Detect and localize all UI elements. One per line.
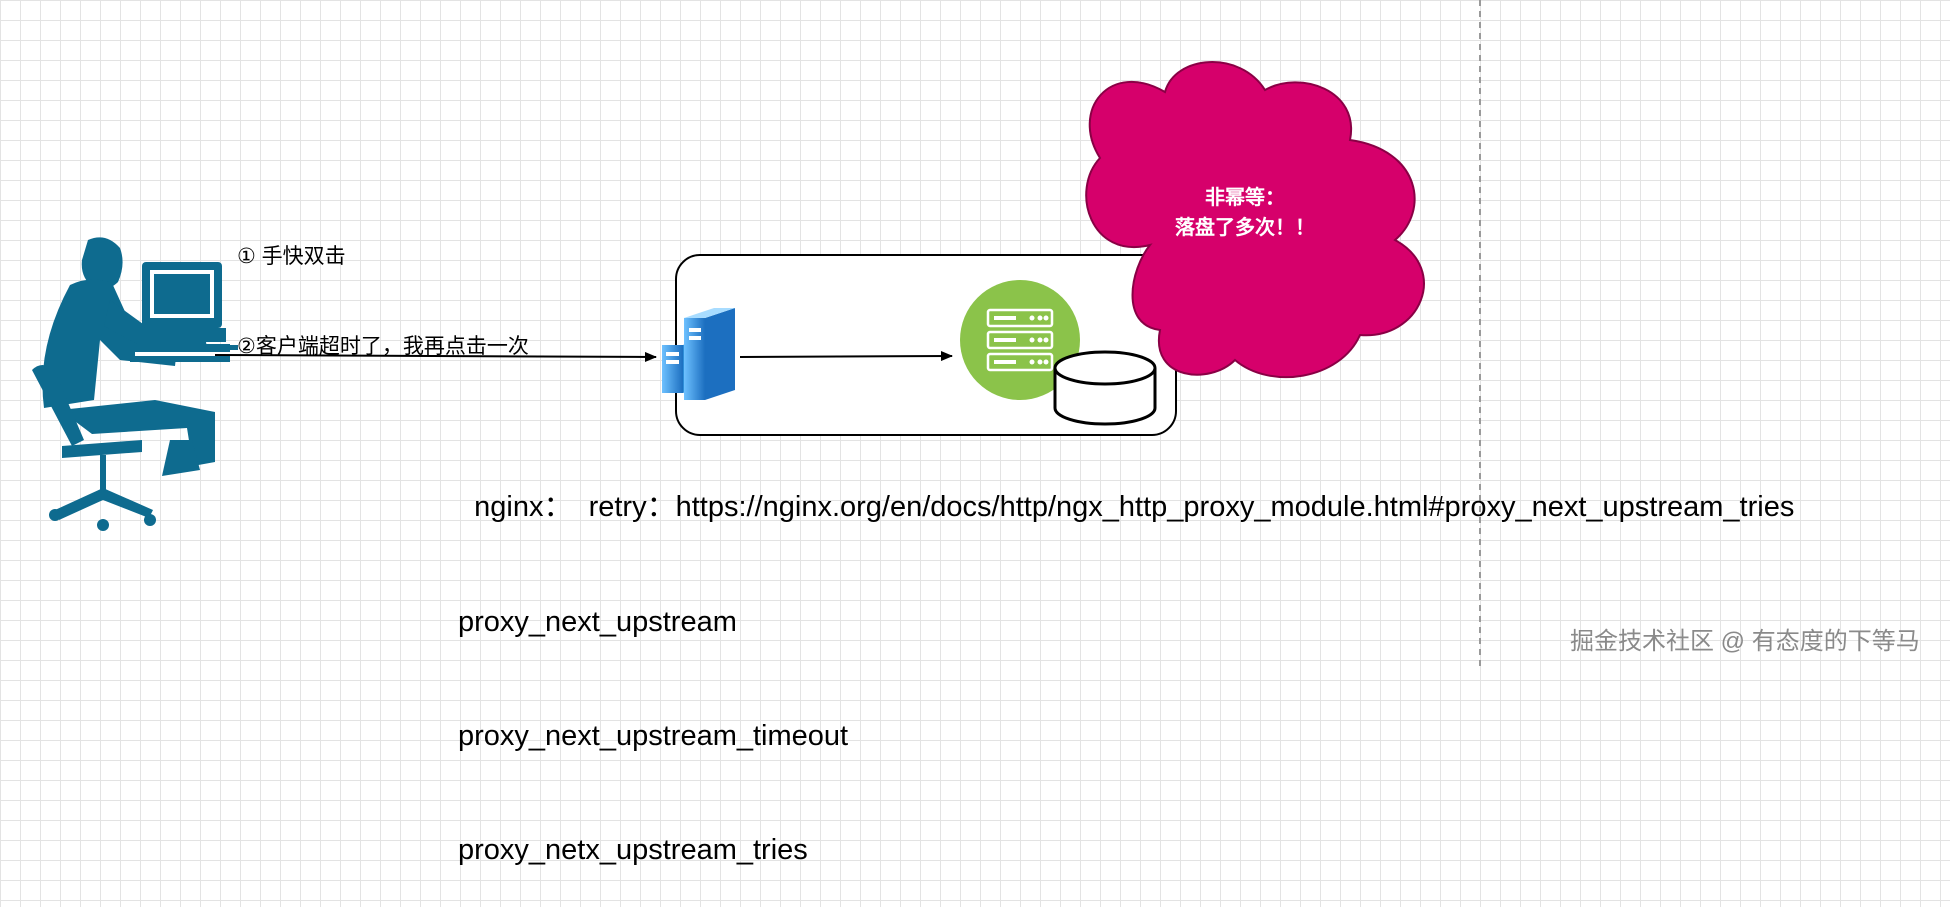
request-arrow [214, 351, 657, 362]
directive-item: proxy_netx_upstream_tries [458, 834, 808, 866]
reference-line: nginx： retry：https://nginx.org/en/docs/h… [458, 450, 1794, 526]
user-at-computer-icon [32, 237, 238, 531]
cloud-line-1: 非幂等： [1205, 187, 1285, 209]
directive-list: proxy_next_upstream proxy_next_upstream_… [458, 527, 848, 907]
directive-item: proxy_next_upstream_timeout [458, 720, 849, 752]
architecture-diagram [32, 0, 1481, 670]
annotation-note: ① 手快双击 ②客户端超时了，我再点击一次 [237, 182, 529, 392]
proxy-server-icon [662, 308, 735, 400]
annotation-line-1: ① 手快双击 [237, 245, 346, 268]
watermark: 掘金技术社区 @ 有态度的下等马 [1570, 628, 1920, 655]
cloud-label: 非幂等： 落盘了多次！！ [1125, 183, 1365, 243]
cloud-line-2: 落盘了多次！！ [1175, 217, 1315, 239]
reference-url[interactable]: https://nginx.org/en/docs/http/ngx_http_… [675, 491, 1795, 523]
backend-server-icon [960, 280, 1080, 400]
database-icon [1053, 350, 1157, 426]
non-idempotent-cloud [1085, 61, 1425, 379]
reference-prefix: nginx： retry： [474, 491, 676, 523]
annotation-line-2: ②客户端超时了，我再点击一次 [237, 335, 529, 358]
forward-arrow [739, 351, 953, 362]
directive-item: proxy_next_upstream [458, 606, 737, 638]
